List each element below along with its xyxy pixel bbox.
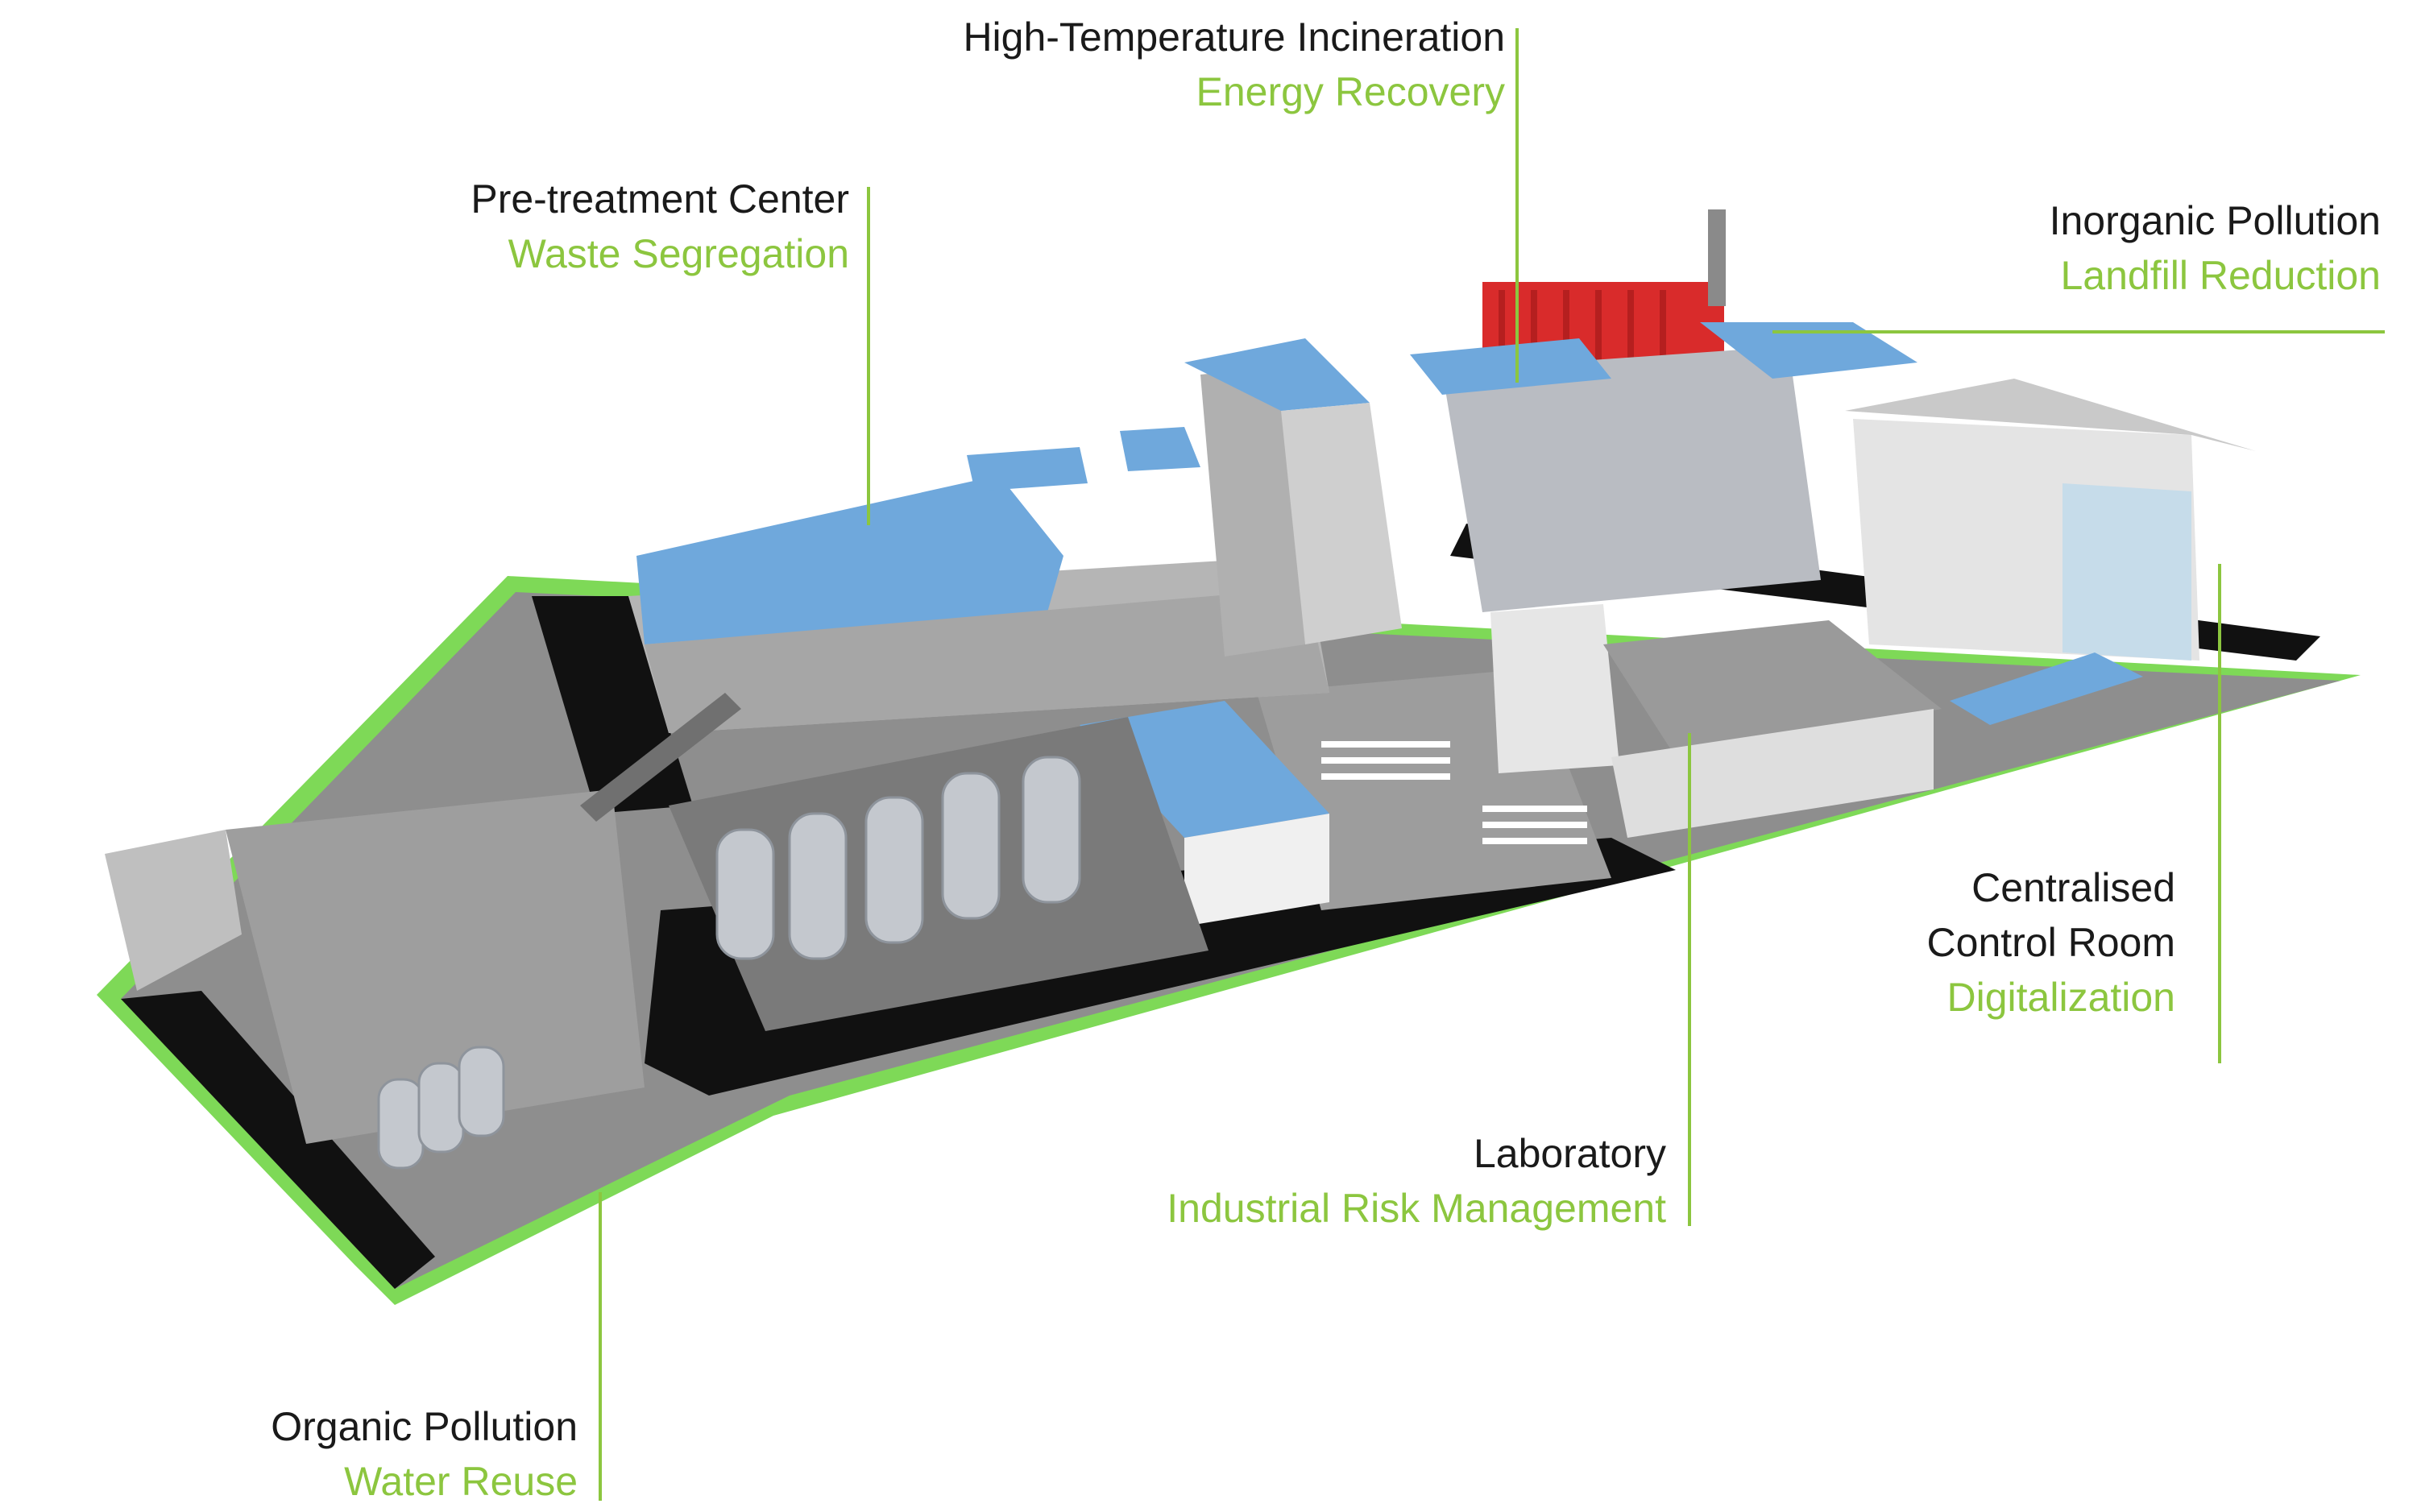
tower-roof <box>1184 338 1370 411</box>
incineration-leader-line <box>1515 28 1519 383</box>
crosswalk <box>1321 741 1587 844</box>
side-roof <box>1700 322 1917 379</box>
control-room-leader-line <box>2218 564 2221 1063</box>
inorganic-title: Inorganic Pollution <box>2049 198 2381 243</box>
callout-organic: Organic Pollution Water Reuse <box>271 1399 578 1509</box>
incineration-subtitle: Energy Recovery <box>1196 69 1506 114</box>
laboratory-leader-line <box>1688 733 1691 1226</box>
laboratory-title: Laboratory <box>1473 1131 1666 1176</box>
lab-wing-front <box>1611 709 1934 838</box>
admin-roof <box>1845 379 2256 451</box>
lab-awning <box>1950 652 2143 725</box>
silo-building-roof <box>1080 701 1329 838</box>
tower-front <box>1200 367 1305 657</box>
inorganic-leader-line <box>1772 330 2385 333</box>
silo-building-wall <box>1184 814 1329 926</box>
control-room-title-line2: Control Room <box>1926 920 2175 965</box>
roof-small-2 <box>1120 427 1200 471</box>
pretreatment-title: Pre-treatment Center <box>471 176 849 222</box>
silos <box>715 756 1081 960</box>
incineration-title: High-Temperature Incineration <box>963 14 1505 60</box>
organic-leader-line <box>599 1192 602 1501</box>
callout-laboratory: Laboratory Industrial Risk Management <box>1167 1126 1666 1236</box>
pretreatment-leader-line <box>867 187 870 525</box>
lab-tower <box>1490 604 1619 773</box>
pretreatment-subtitle: Waste Segregation <box>508 231 849 276</box>
road-edge <box>121 991 435 1289</box>
callout-incineration: High-Temperature Incineration Energy Rec… <box>963 10 1505 119</box>
incinerator-roof <box>1410 338 1611 395</box>
organic-subtitle: Water Reuse <box>344 1459 578 1504</box>
control-room-title-line1: Centralised <box>1971 865 2175 910</box>
water-treatment-building <box>105 830 242 991</box>
organic-title: Organic Pollution <box>271 1404 578 1449</box>
chimney <box>1708 209 1726 306</box>
control-room-subtitle: Digitalization <box>1946 975 2175 1020</box>
incinerator-structure <box>1442 346 1821 612</box>
callout-inorganic: Inorganic Pollution Landfill Reduction <box>2050 193 2381 303</box>
furnace-stripes <box>1499 290 1666 362</box>
conveyor <box>580 693 741 822</box>
pretreatment-deck <box>645 588 1329 733</box>
callout-control-room: Centralised Control Room Digitalization <box>1927 860 2175 1025</box>
roof-small-1 <box>967 447 1088 491</box>
pretreatment-roof <box>636 475 1063 644</box>
inorganic-subtitle: Landfill Reduction <box>2060 253 2382 298</box>
admin-glass <box>2063 483 2191 661</box>
tower-side <box>1281 403 1402 644</box>
callout-pretreatment: Pre-treatment Center Waste Segregation <box>471 172 849 281</box>
water-tanks <box>377 1046 505 1170</box>
water-treatment-frame <box>226 789 645 1144</box>
laboratory-subtitle: Industrial Risk Management <box>1167 1186 1666 1231</box>
